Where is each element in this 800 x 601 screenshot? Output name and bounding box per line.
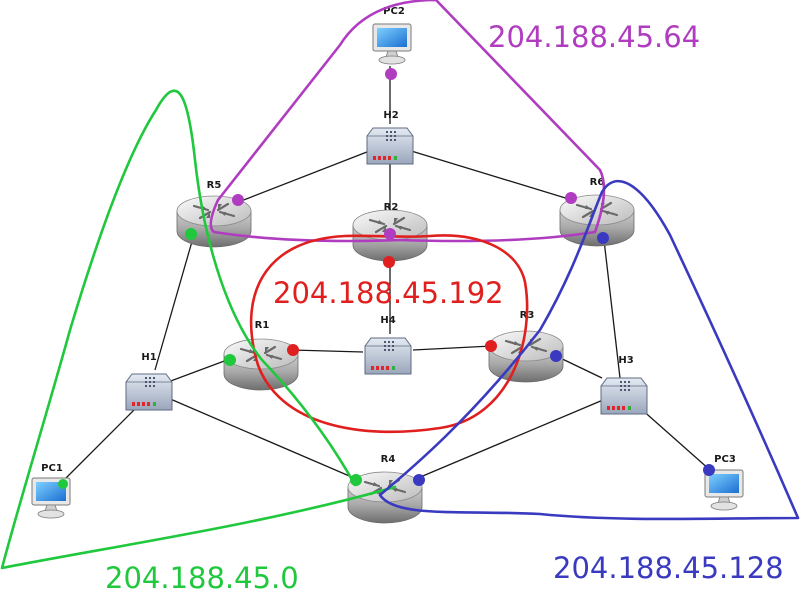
device-h2[interactable]: H2 <box>366 110 414 165</box>
interface-dot <box>232 194 244 206</box>
device-h1[interactable]: H1 <box>125 352 173 411</box>
device-r4[interactable]: R4 <box>346 454 424 525</box>
device-pc1[interactable]: PC1 <box>31 463 71 519</box>
device-label: H4 <box>380 315 395 326</box>
device-label: H3 <box>618 355 633 366</box>
interface-dot <box>413 474 425 486</box>
device-r6[interactable]: R6 <box>558 177 636 248</box>
subnet-outline-red <box>249 234 529 434</box>
link-r5-h1 <box>154 237 194 371</box>
device-pc3[interactable]: PC3 <box>704 454 744 511</box>
device-label: R2 <box>384 202 399 213</box>
link-r6-h3 <box>603 239 621 379</box>
device-h3[interactable]: H3 <box>600 355 648 415</box>
device-label: R5 <box>207 180 222 191</box>
device-pc2[interactable]: PC2 <box>372 6 412 65</box>
device-label: R6 <box>590 177 605 188</box>
device-r2[interactable]: R2 <box>351 202 429 263</box>
interface-dot <box>224 354 236 366</box>
link-r4-h3 <box>417 399 604 479</box>
device-label: H1 <box>141 352 156 363</box>
device-r1[interactable]: R1 <box>222 320 300 392</box>
subnet-outline-purple <box>209 0 606 243</box>
network-links <box>59 66 711 485</box>
device-label: PC3 <box>714 454 736 465</box>
subnet-label-green: 204.188.45.0 <box>105 561 299 595</box>
interface-dot <box>703 464 715 476</box>
interface-dot <box>287 344 299 356</box>
device-h4[interactable]: H4 <box>364 315 412 375</box>
link-h2-r5 <box>235 149 373 204</box>
link-h1-pc1 <box>59 405 139 485</box>
interface-dot <box>485 340 497 352</box>
device-label: R4 <box>381 454 396 465</box>
subnet-label-blue: 204.188.45.128 <box>553 551 784 585</box>
interface-dot <box>185 228 197 240</box>
interface-dot <box>350 474 362 486</box>
interface-dot <box>385 68 397 80</box>
subnet-label-purple: 204.188.45.64 <box>488 20 700 54</box>
link-h4-r3 <box>412 345 493 351</box>
link-h2-r6 <box>407 149 573 201</box>
device-r5[interactable]: R5 <box>175 180 253 249</box>
interface-dot <box>597 232 609 244</box>
subnet-label-red: 204.188.45.192 <box>273 276 504 310</box>
link-h3-pc3 <box>639 407 711 471</box>
subnet-outline-blue <box>378 180 800 521</box>
device-label: H2 <box>383 110 398 121</box>
device-label: PC2 <box>383 6 405 17</box>
interface-dot <box>565 192 577 204</box>
device-label: R1 <box>255 320 270 331</box>
interface-dots <box>58 68 715 489</box>
device-label: PC1 <box>41 463 63 474</box>
interface-dot <box>58 479 68 489</box>
interface-dot <box>384 228 396 240</box>
link-h1-r1 <box>167 359 228 383</box>
link-r1-h4 <box>291 349 364 353</box>
link-h1-r4 <box>167 397 355 479</box>
subnet-outline-green <box>0 89 397 570</box>
interface-dot <box>383 256 395 268</box>
interface-dot <box>550 350 562 362</box>
